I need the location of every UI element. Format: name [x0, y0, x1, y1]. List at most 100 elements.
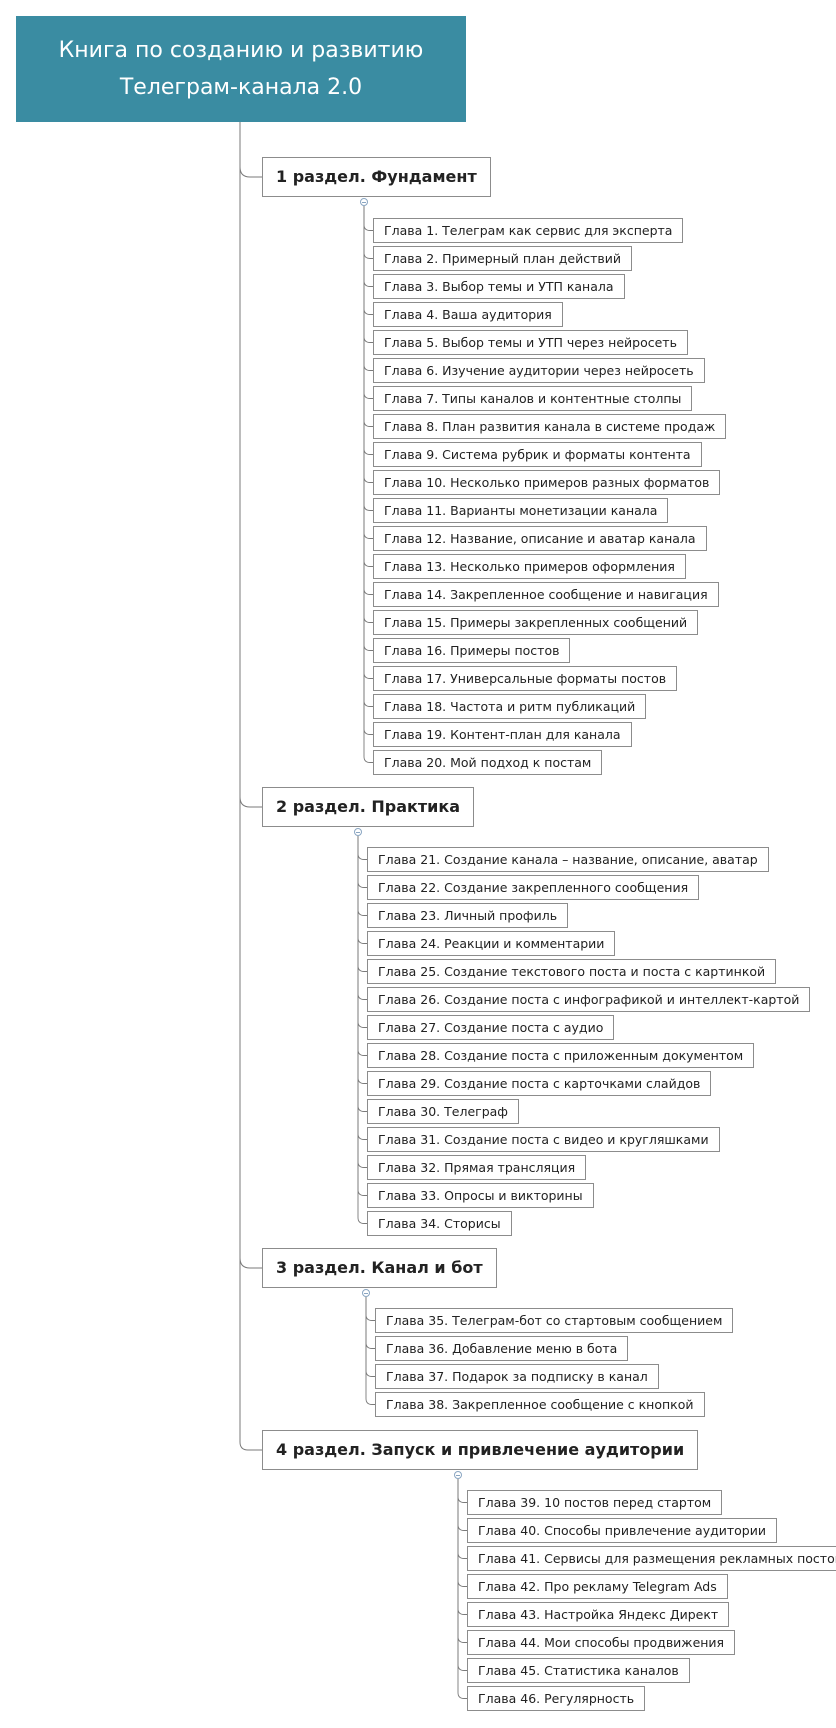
chapter-topic[interactable]: Глава 26. Создание поста с инфографикой …	[367, 987, 811, 1012]
collapse-toggle-icon[interactable]	[354, 828, 362, 836]
connector-line	[363, 206, 373, 315]
root-title-line2: Телеграм-канала 2.0	[119, 75, 363, 100]
chapter-topic[interactable]: Глава 14. Закрепленное сообщение и навиг…	[373, 582, 719, 607]
collapse-toggle-icon[interactable]	[454, 1471, 462, 1479]
section-title: 2 раздел. Практика	[276, 797, 461, 816]
connector-line	[363, 206, 373, 427]
connector-line	[239, 1257, 262, 1269]
root-title-line1: Книга по созданию и развитию	[58, 38, 424, 63]
connector-line	[363, 206, 373, 483]
connector-line	[357, 836, 367, 1112]
connector-line	[363, 206, 373, 763]
collapse-toggle-icon[interactable]	[362, 1289, 370, 1297]
connector-line	[363, 206, 373, 511]
connector-line	[363, 206, 373, 651]
section-title: 3 раздел. Канал и бот	[276, 1258, 483, 1277]
connector-line	[363, 206, 373, 343]
chapter-topic[interactable]: Глава 35. Телеграм-бот со стартовым сооб…	[375, 1308, 734, 1333]
connector-line	[363, 206, 373, 287]
connector-line	[457, 1479, 467, 1503]
connector-line	[365, 1297, 375, 1349]
connector-line	[357, 836, 367, 1224]
chapter-topic[interactable]: Глава 8. План развития канала в системе …	[373, 414, 727, 439]
connector-line	[357, 836, 367, 1084]
chapter-topic[interactable]: Глава 27. Создание поста с аудио	[367, 1015, 615, 1040]
chapter-topic[interactable]: Глава 13. Несколько примеров оформления	[373, 554, 686, 579]
section-topic[interactable]: 2 раздел. Практика	[262, 787, 475, 827]
chapter-topic[interactable]: Глава 21. Создание канала – название, оп…	[367, 847, 769, 872]
chapter-topic[interactable]: Глава 45. Статистика каналов	[467, 1658, 690, 1683]
chapter-topic[interactable]: Глава 41. Сервисы для размещения рекламн…	[467, 1546, 836, 1571]
chapter-topic[interactable]: Глава 34. Сторисы	[367, 1211, 512, 1236]
connector-line	[357, 836, 367, 888]
section-title: 4 раздел. Запуск и привлечение аудитории	[276, 1440, 685, 1459]
connector-line	[357, 836, 367, 1140]
chapter-topic[interactable]: Глава 22. Создание закрепленного сообщен…	[367, 875, 700, 900]
connector-line	[239, 166, 262, 178]
chapter-topic[interactable]: Глава 42. Про рекламу Telegram Ads	[467, 1574, 728, 1599]
chapter-topic[interactable]: Глава 40. Способы привлечение аудитории	[467, 1518, 777, 1543]
section-topic[interactable]: 4 раздел. Запуск и привлечение аудитории	[262, 1430, 699, 1470]
connector-line	[365, 1297, 375, 1377]
connector-line	[363, 206, 373, 455]
chapter-topic[interactable]: Глава 2. Примерный план действий	[373, 246, 633, 271]
chapter-topic[interactable]: Глава 9. Система рубрик и форматы контен…	[373, 442, 702, 467]
chapter-topic[interactable]: Глава 7. Типы каналов и контентные столп…	[373, 386, 693, 411]
chapter-topic[interactable]: Глава 10. Несколько примеров разных форм…	[373, 470, 721, 495]
connector-line	[357, 836, 367, 1028]
chapter-topic[interactable]: Глава 28. Создание поста с приложенным д…	[367, 1043, 755, 1068]
chapter-topic[interactable]: Глава 46. Регулярность	[467, 1686, 646, 1711]
chapter-topic[interactable]: Глава 19. Контент-план для канала	[373, 722, 632, 747]
connector-line	[357, 836, 367, 860]
chapter-topic[interactable]: Глава 25. Создание текстового поста и по…	[367, 959, 777, 984]
chapter-topic[interactable]: Глава 15. Примеры закрепленных сообщений	[373, 610, 699, 635]
section-topic[interactable]: 3 раздел. Канал и бот	[262, 1248, 497, 1288]
chapter-topic[interactable]: Глава 4. Ваша аудитория	[373, 302, 563, 327]
section-topic[interactable]: 1 раздел. Фундамент	[262, 157, 491, 197]
chapter-topic[interactable]: Глава 44. Мои способы продвижения	[467, 1630, 736, 1655]
connector-line	[363, 206, 373, 259]
chapter-topic[interactable]: Глава 16. Примеры постов	[373, 638, 571, 663]
connector-line	[357, 836, 367, 916]
connector-line	[357, 836, 367, 1000]
connector-line	[363, 206, 373, 707]
connector-line	[365, 1297, 375, 1321]
connector-line	[239, 122, 262, 1451]
chapter-topic[interactable]: Глава 20. Мой подход к постам	[373, 750, 603, 775]
chapter-topic[interactable]: Глава 23. Личный профиль	[367, 903, 569, 928]
connector-line	[363, 206, 373, 399]
connector-line	[239, 796, 262, 808]
chapter-topic[interactable]: Глава 37. Подарок за подписку в канал	[375, 1364, 659, 1389]
chapter-topic[interactable]: Глава 31. Создание поста с видео и кругл…	[367, 1127, 720, 1152]
chapter-topic[interactable]: Глава 30. Телеграф	[367, 1099, 519, 1124]
collapse-toggle-icon[interactable]	[360, 198, 368, 206]
chapter-topic[interactable]: Глава 12. Название, описание и аватар ка…	[373, 526, 707, 551]
chapter-topic[interactable]: Глава 36. Добавление меню в бота	[375, 1336, 629, 1361]
chapter-topic[interactable]: Глава 17. Универсальные форматы постов	[373, 666, 678, 691]
chapter-topic[interactable]: Глава 18. Частота и ритм публикаций	[373, 694, 647, 719]
connector-line	[363, 206, 373, 623]
chapter-topic[interactable]: Глава 32. Прямая трансляция	[367, 1155, 587, 1180]
connector-line	[457, 1479, 467, 1671]
chapter-topic[interactable]: Глава 38. Закрепленное сообщение с кнопк…	[375, 1392, 705, 1417]
connector-line	[457, 1479, 467, 1699]
connector-line	[357, 836, 367, 944]
root-topic[interactable]: Книга по созданию и развитию Телеграм-ка…	[16, 16, 466, 122]
chapter-topic[interactable]: Глава 33. Опросы и викторины	[367, 1183, 594, 1208]
connector-line	[457, 1479, 467, 1643]
chapter-topic[interactable]: Глава 29. Создание поста с карточками сл…	[367, 1071, 712, 1096]
chapter-topic[interactable]: Глава 39. 10 постов перед стартом	[467, 1490, 723, 1515]
chapter-topic[interactable]: Глава 3. Выбор темы и УТП канала	[373, 274, 625, 299]
chapter-topic[interactable]: Глава 5. Выбор темы и УТП через нейросет…	[373, 330, 688, 355]
connector-line	[357, 836, 367, 1056]
chapter-topic[interactable]: Глава 11. Варианты монетизации канала	[373, 498, 669, 523]
connector-line	[363, 206, 373, 231]
connector-line	[363, 206, 373, 539]
chapter-topic[interactable]: Глава 43. Настройка Яндекс Директ	[467, 1602, 730, 1627]
chapter-topic[interactable]: Глава 24. Реакции и комментарии	[367, 931, 616, 956]
connector-line	[457, 1479, 467, 1615]
chapter-topic[interactable]: Глава 1. Телеграм как сервис для эксперт…	[373, 218, 684, 243]
chapter-topic[interactable]: Глава 6. Изучение аудитории через нейрос…	[373, 358, 705, 383]
